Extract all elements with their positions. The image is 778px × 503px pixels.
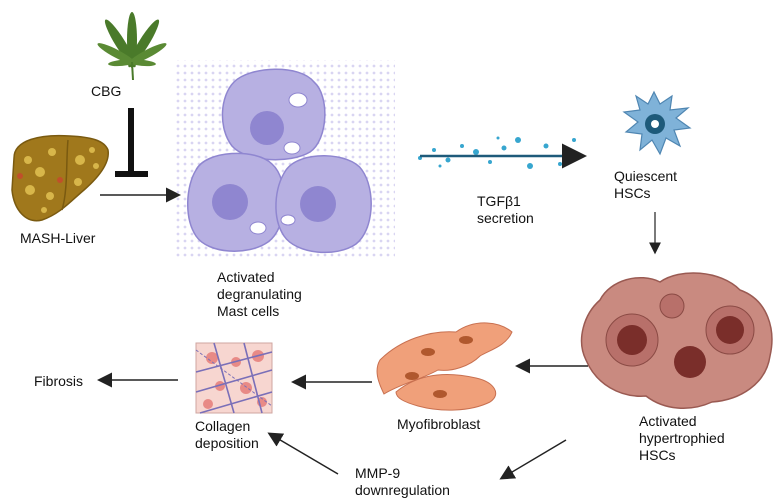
- activated-hsc-label: Activated hypertrophied HSCs: [639, 413, 725, 463]
- cbg-label: CBG: [91, 83, 122, 99]
- tgf-secretion-icon: [418, 136, 587, 169]
- quiescent-label: Quiescent HSCs: [614, 168, 678, 201]
- myofibroblast-icon: [376, 322, 513, 411]
- liver-icon: [11, 134, 109, 222]
- inhibition-bar-icon: [115, 108, 148, 177]
- cannabis-leaf-icon: [97, 12, 167, 81]
- collagen-icon: [195, 342, 273, 414]
- arrow-mmp9-to-collagen: [267, 432, 339, 475]
- hsc-activated-icon: [580, 272, 773, 409]
- mmp9-label: MMP-9 downregulation: [355, 465, 450, 498]
- mast-cells-label: Activated degranulating Mast cells: [217, 269, 302, 319]
- fibrosis-label: Fibrosis: [34, 373, 84, 389]
- mash-liver-label: MASH-Liver: [20, 230, 96, 246]
- collagen-label: Collagen deposition: [195, 418, 259, 451]
- arrow-activated-to-mmp9: [499, 439, 567, 480]
- tgf-label: TGFβ1 secretion: [477, 193, 534, 226]
- hsc-quiescent-icon: [622, 90, 692, 156]
- myofibroblast-label: Myofibroblast: [397, 416, 481, 432]
- mast-cell-icon: [175, 60, 395, 260]
